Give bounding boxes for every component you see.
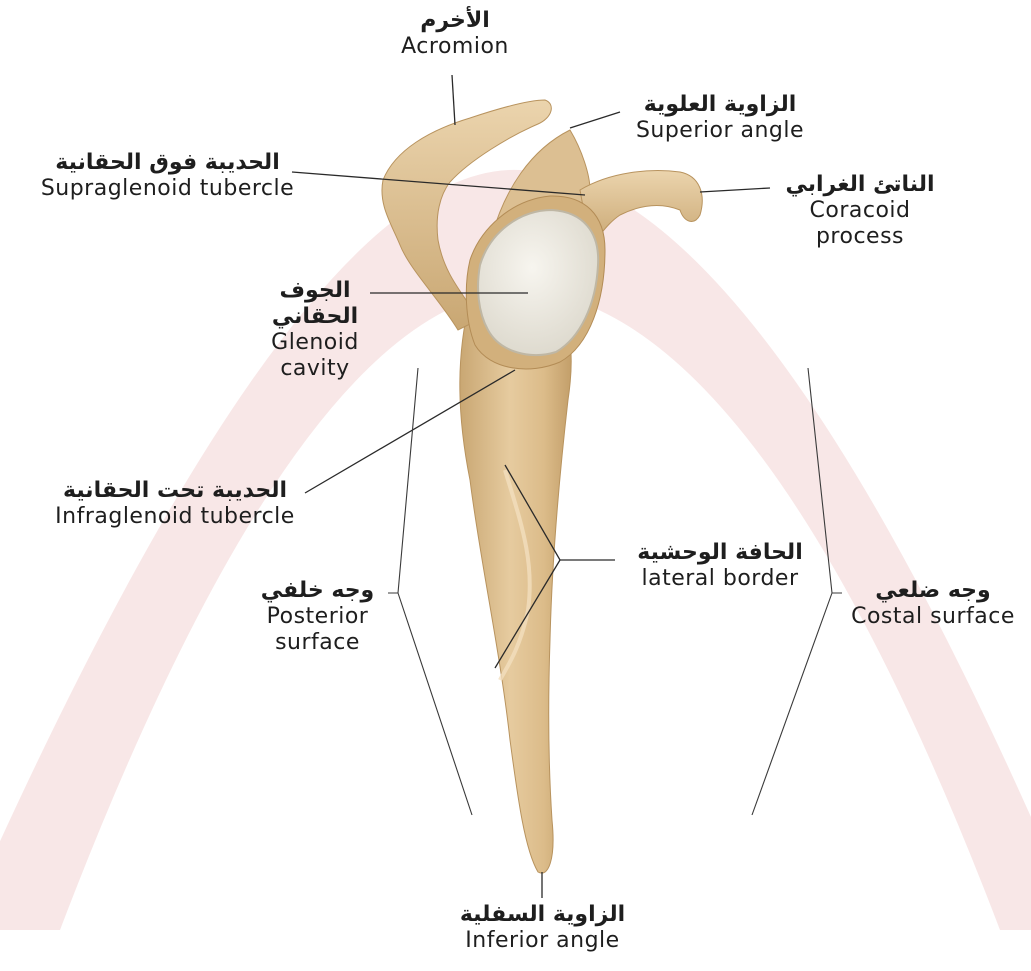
label-infraglenoid: الحديبة تحت الحقانية Infraglenoid tuberc… (10, 478, 340, 530)
label-glenoid: الجوف الحقاني Glenoid cavity (250, 278, 380, 382)
label-superior-angle: الزاوية العلوية Superior angle (605, 92, 835, 144)
label-acromion: الأخرم Acromion (330, 8, 580, 60)
label-posterior-surface: وجه خلفي Posterior surface (245, 578, 390, 656)
label-coracoid: الناتئ الغرابي Coracoid process (760, 172, 960, 250)
superior-angle-en: Superior angle (605, 118, 835, 144)
glenoid-en-1: Glenoid (250, 330, 380, 356)
costal-surface-ar: وجه ضلعي (838, 578, 1028, 604)
coracoid-en-2: process (760, 224, 960, 250)
glenoid-ar-2: الحقاني (250, 304, 380, 330)
posterior-surface-bracket (388, 368, 472, 815)
lateral-border-en: lateral border (615, 566, 825, 592)
supraglenoid-ar: الحديبة فوق الحقانية (0, 150, 335, 176)
label-costal-surface: وجه ضلعي Costal surface (838, 578, 1028, 630)
acromion-en: Acromion (330, 34, 580, 60)
label-supraglenoid: الحديبة فوق الحقانية Supraglenoid tuberc… (0, 150, 335, 202)
supraglenoid-en: Supraglenoid tubercle (0, 176, 335, 202)
label-lateral-border: الحافة الوحشية lateral border (615, 540, 825, 592)
inferior-angle-en: Inferior angle (440, 928, 645, 954)
label-inferior-angle: الزاوية السفلية Inferior angle (440, 902, 645, 954)
inferior-angle-ar: الزاوية السفلية (440, 902, 645, 928)
costal-surface-en: Costal surface (838, 604, 1028, 630)
scapula-bone (382, 100, 702, 873)
acromion-ar: الأخرم (330, 8, 580, 34)
infraglenoid-en: Infraglenoid tubercle (10, 504, 340, 530)
coracoid-ar: الناتئ الغرابي (760, 172, 960, 198)
posterior-surface-en-2: surface (245, 630, 390, 656)
superior-angle-ar: الزاوية العلوية (605, 92, 835, 118)
lateral-border-ar: الحافة الوحشية (615, 540, 825, 566)
posterior-surface-ar: وجه خلفي (245, 578, 390, 604)
infraglenoid-ar: الحديبة تحت الحقانية (10, 478, 340, 504)
glenoid-ar-1: الجوف (250, 278, 380, 304)
posterior-surface-en-1: Posterior (245, 604, 390, 630)
coracoid-en-1: Coracoid (760, 198, 960, 224)
glenoid-en-2: cavity (250, 356, 380, 382)
leader-acromion (452, 75, 455, 125)
scapula-blade (460, 300, 571, 873)
